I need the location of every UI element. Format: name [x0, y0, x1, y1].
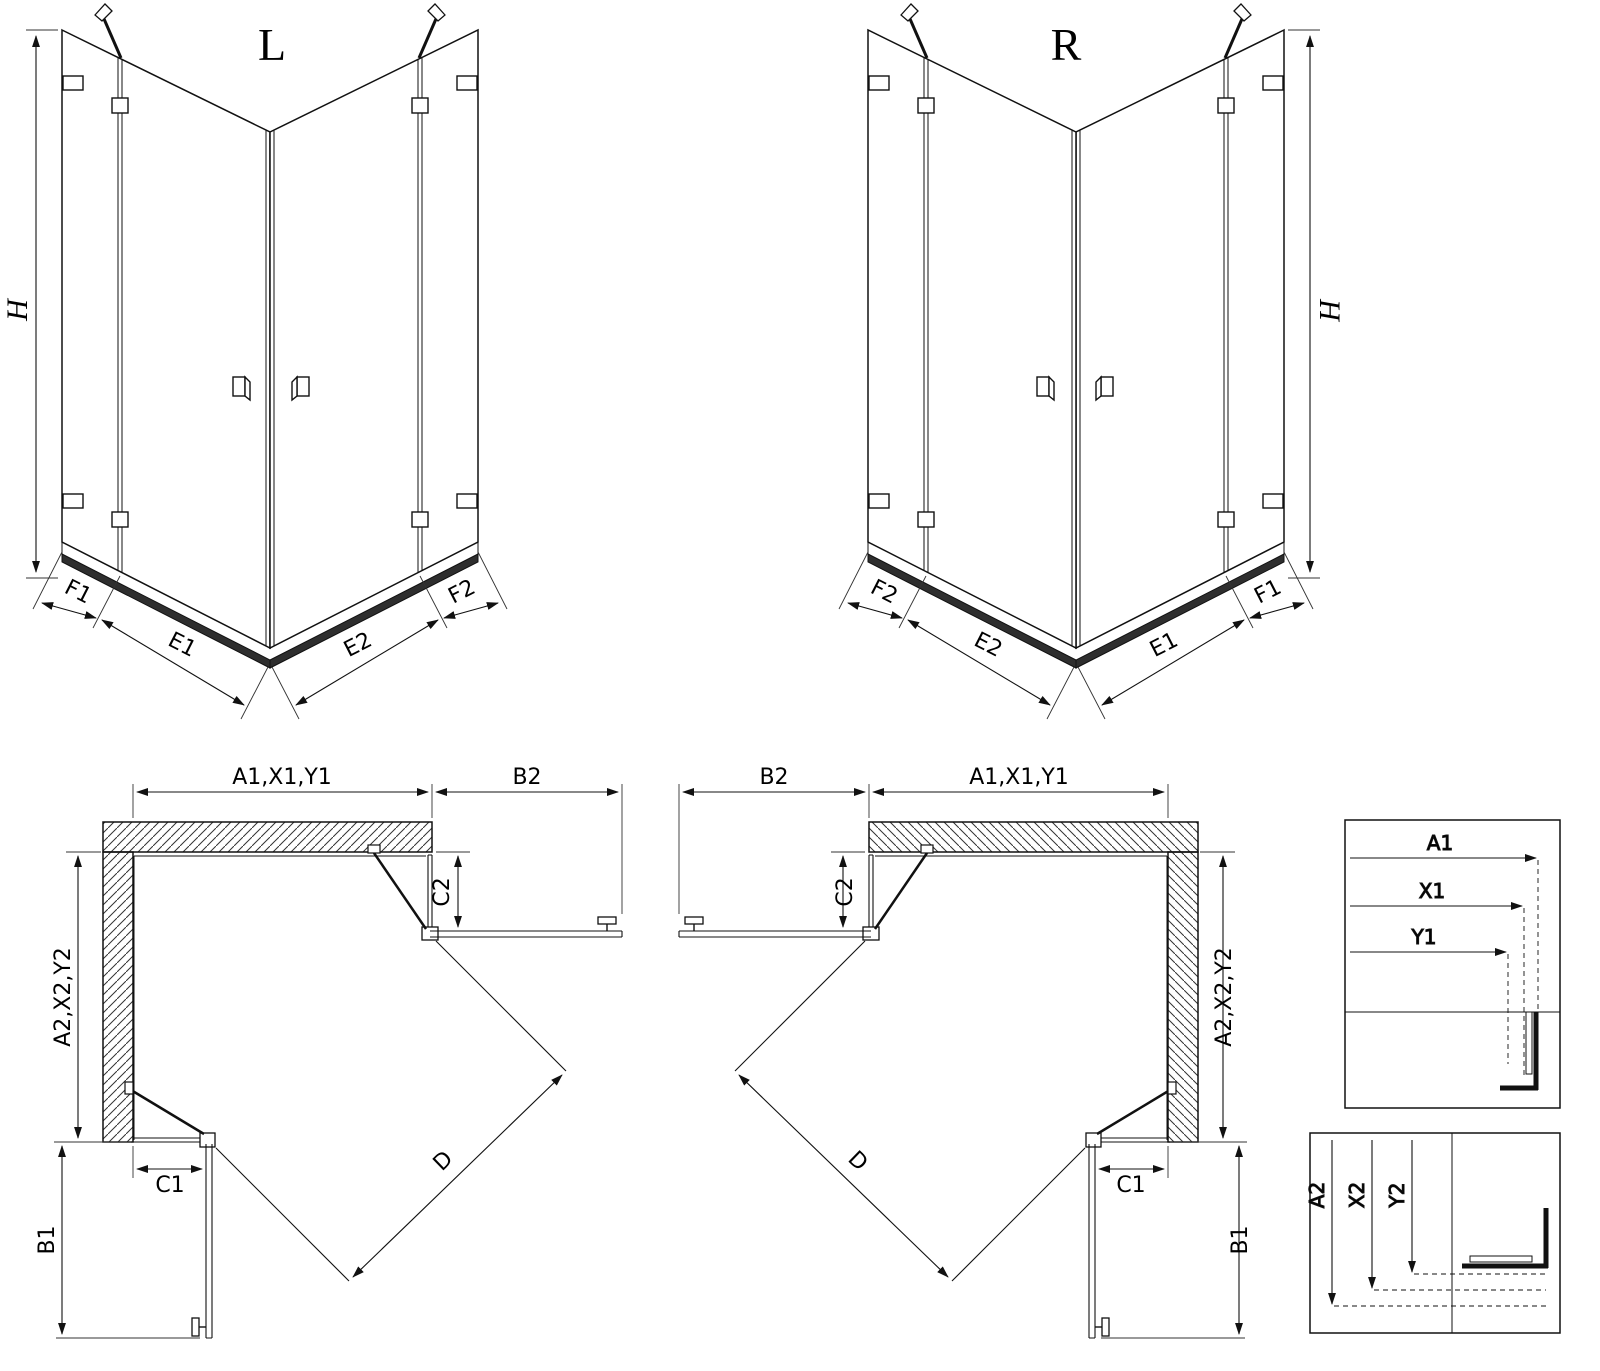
dim-label-a1x1y1-right: A1,X1,Y1: [969, 765, 1069, 790]
dim-label-c2-right: C2: [833, 877, 858, 906]
detail-dim-x1: X1: [1419, 879, 1445, 903]
iso-view-right: R H F2 E2 E1 F1: [839, 4, 1346, 719]
dim-label-c1-right: C1: [1116, 1173, 1145, 1198]
dim-label-e1-right: E1: [1146, 628, 1182, 663]
dim-label-c1-left: C1: [155, 1173, 184, 1198]
dim-label-b1-left: B1: [35, 1225, 60, 1254]
detail-box-width: A1 X1 Y1: [1344, 819, 1561, 1109]
detail-dim-y2: Y2: [1385, 1183, 1409, 1209]
plan-view-right: B2 A1,X1,Y1 C2 A2,X2,Y2 C1 B1 D: [679, 765, 1253, 1338]
dim-label-d-left: D: [429, 1146, 459, 1176]
detail-dim-a2: A2: [1305, 1182, 1329, 1208]
dim-label-b1-right: B1: [1228, 1225, 1253, 1254]
dim-label-d-right: D: [843, 1146, 873, 1176]
dim-label-b2-left: B2: [512, 765, 541, 790]
dim-label-a1x1y1-left: A1,X1,Y1: [232, 765, 332, 790]
dim-label-b2-right: B2: [759, 765, 788, 790]
dim-label-a2x2y2-right: A2,X2,Y2: [1212, 947, 1237, 1047]
dim-label-f2-left: F2: [444, 575, 479, 609]
iso-right-geometry: [839, 4, 1320, 719]
dim-label-f2-right: F2: [866, 575, 901, 609]
plan-left-geometry: [54, 784, 622, 1338]
detail-box-depth: A2 X2 Y2: [1305, 1132, 1561, 1334]
dim-label-e1-left: E1: [164, 628, 200, 663]
plan-right-geometry: [679, 784, 1247, 1338]
variant-label-left: L: [258, 19, 286, 70]
detail-dim-a1: A1: [1427, 831, 1453, 855]
iso-left-geometry: [26, 4, 507, 719]
detail-dim-y1: Y1: [1411, 925, 1437, 949]
variant-label-right: R: [1051, 19, 1082, 70]
detail-dim-x2: X2: [1345, 1182, 1369, 1208]
iso-view-left: L H F1 E1 E2 F2: [1, 4, 507, 719]
dim-label-e2-right: E2: [970, 628, 1006, 663]
dim-label-f1-left: F1: [60, 575, 95, 609]
dim-label-h-left: H: [1, 297, 34, 322]
dim-label-e2-left: E2: [340, 628, 376, 663]
dim-label-f1-right: F1: [1250, 575, 1285, 609]
dim-label-a2x2y2-left: A2,X2,Y2: [51, 947, 76, 1047]
dim-label-h-right: H: [1313, 298, 1346, 323]
dim-label-c2-left: C2: [430, 877, 455, 906]
plan-view-left: A1,X1,Y1 B2 C2 A2,X2,Y2 C1 B1 D: [35, 765, 622, 1338]
